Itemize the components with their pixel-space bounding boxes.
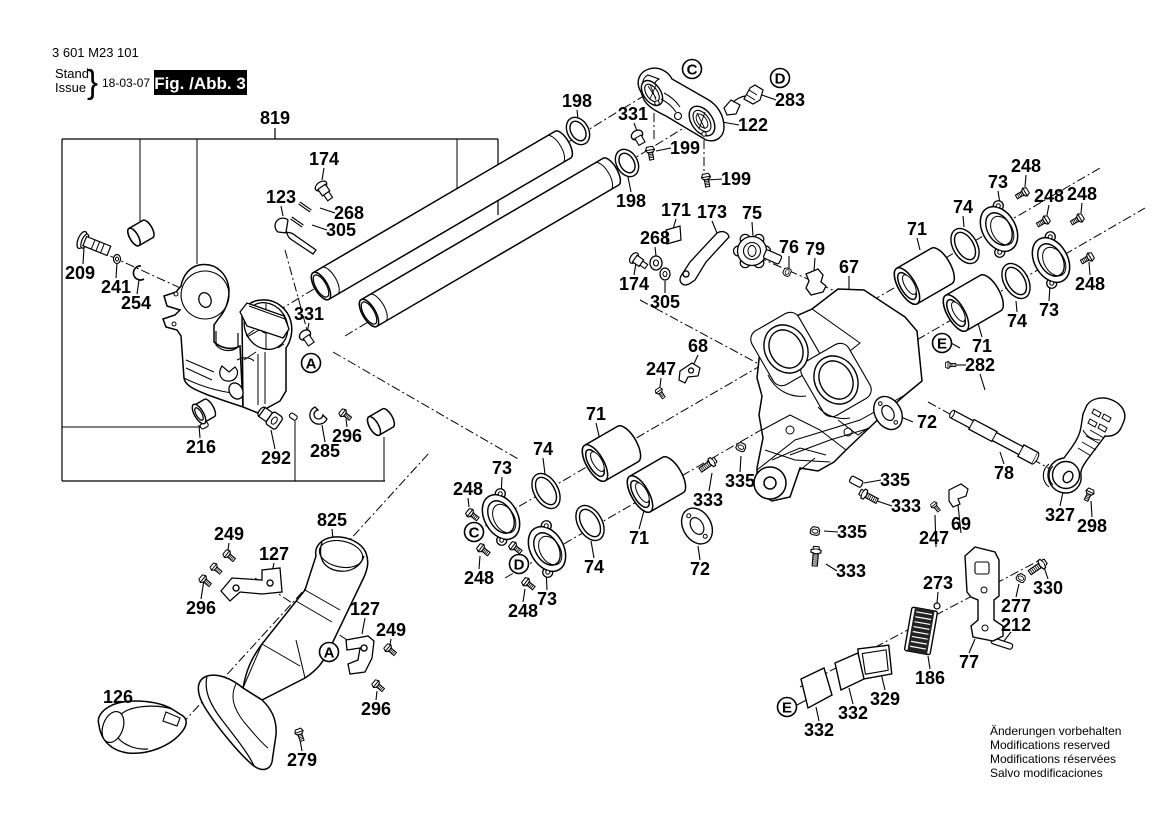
svg-text:329: 329 — [870, 689, 900, 709]
svg-text:279: 279 — [287, 750, 317, 770]
svg-text:331: 331 — [294, 304, 324, 324]
svg-text:74: 74 — [953, 197, 973, 217]
svg-text:67: 67 — [839, 257, 859, 277]
svg-text:305: 305 — [326, 220, 356, 240]
svg-text:333: 333 — [836, 561, 866, 581]
svg-text:327: 327 — [1045, 505, 1075, 525]
svg-text:333: 333 — [891, 496, 921, 516]
svg-text:126: 126 — [103, 687, 133, 707]
svg-text:330: 330 — [1033, 578, 1063, 598]
svg-text:3 601 M23 101: 3 601 M23 101 — [52, 45, 139, 60]
svg-text:171: 171 — [661, 200, 691, 220]
svg-text:D: D — [514, 557, 525, 574]
svg-text:123: 123 — [266, 187, 296, 207]
svg-text:}: } — [87, 63, 98, 100]
svg-text:198: 198 — [562, 91, 592, 111]
svg-text:248: 248 — [464, 568, 494, 588]
svg-text:127: 127 — [259, 544, 289, 564]
svg-text:273: 273 — [923, 573, 953, 593]
svg-text:248: 248 — [508, 601, 538, 621]
svg-text:283: 283 — [775, 90, 805, 110]
svg-text:277: 277 — [1001, 596, 1031, 616]
svg-text:Fig. /Abb. 3: Fig. /Abb. 3 — [154, 74, 246, 93]
svg-text:292: 292 — [261, 448, 291, 468]
svg-text:74: 74 — [533, 439, 553, 459]
svg-text:76: 76 — [779, 237, 799, 257]
svg-text:332: 332 — [838, 703, 868, 723]
svg-text:296: 296 — [186, 598, 216, 618]
svg-text:Modifications réservées: Modifications réservées — [990, 752, 1116, 766]
svg-text:E: E — [782, 700, 792, 717]
svg-text:268: 268 — [640, 228, 670, 248]
svg-text:Modifications reserved: Modifications reserved — [990, 738, 1110, 752]
svg-text:71: 71 — [586, 404, 606, 424]
svg-text:333: 333 — [693, 490, 723, 510]
svg-text:68: 68 — [688, 336, 708, 356]
svg-text:73: 73 — [1039, 300, 1059, 320]
svg-text:72: 72 — [690, 559, 710, 579]
svg-text:199: 199 — [721, 169, 751, 189]
svg-text:249: 249 — [214, 524, 244, 544]
svg-text:198: 198 — [616, 191, 646, 211]
svg-text:247: 247 — [919, 528, 949, 548]
svg-text:Issue: Issue — [55, 80, 86, 95]
svg-text:C: C — [469, 525, 480, 542]
svg-text:248: 248 — [1034, 186, 1064, 206]
svg-text:C: C — [687, 62, 698, 79]
svg-text:72: 72 — [917, 412, 937, 432]
svg-text:305: 305 — [650, 292, 680, 312]
svg-text:249: 249 — [376, 620, 406, 640]
svg-text:174: 174 — [309, 149, 339, 169]
svg-text:296: 296 — [361, 699, 391, 719]
svg-text:78: 78 — [994, 463, 1014, 483]
svg-text:D: D — [775, 71, 786, 88]
svg-text:74: 74 — [1007, 311, 1027, 331]
svg-text:335: 335 — [880, 470, 910, 490]
svg-text:819: 819 — [260, 108, 290, 128]
svg-text:335: 335 — [725, 471, 755, 491]
svg-text:75: 75 — [742, 203, 762, 223]
svg-text:69: 69 — [951, 514, 971, 534]
svg-text:285: 285 — [310, 441, 340, 461]
svg-text:248: 248 — [1067, 184, 1097, 204]
svg-text:E: E — [937, 336, 947, 353]
svg-text:122: 122 — [738, 115, 768, 135]
svg-text:71: 71 — [907, 219, 927, 239]
svg-text:248: 248 — [453, 479, 483, 499]
svg-text:248: 248 — [1011, 156, 1041, 176]
svg-text:186: 186 — [915, 668, 945, 688]
svg-text:216: 216 — [186, 437, 216, 457]
svg-text:79: 79 — [805, 239, 825, 259]
svg-text:335: 335 — [837, 522, 867, 542]
svg-text:73: 73 — [492, 458, 512, 478]
svg-text:127: 127 — [350, 599, 380, 619]
svg-text:18-03-07: 18-03-07 — [102, 76, 150, 90]
svg-text:298: 298 — [1077, 516, 1107, 536]
svg-text:332: 332 — [804, 720, 834, 740]
svg-text:248: 248 — [1075, 274, 1105, 294]
svg-text:Stand: Stand — [55, 66, 89, 81]
svg-text:77: 77 — [959, 652, 979, 672]
svg-text:174: 174 — [619, 274, 649, 294]
svg-text:A: A — [324, 645, 335, 662]
svg-text:247: 247 — [646, 359, 676, 379]
svg-text:209: 209 — [65, 263, 95, 283]
svg-text:254: 254 — [121, 293, 151, 313]
svg-text:825: 825 — [317, 510, 347, 530]
svg-text:71: 71 — [629, 528, 649, 548]
svg-text:74: 74 — [584, 557, 604, 577]
svg-text:212: 212 — [1001, 615, 1031, 635]
svg-text:331: 331 — [618, 104, 648, 124]
svg-text:Salvo modificaciones: Salvo modificaciones — [990, 766, 1103, 780]
svg-text:199: 199 — [670, 138, 700, 158]
svg-text:173: 173 — [697, 202, 727, 222]
svg-text:73: 73 — [988, 172, 1008, 192]
svg-text:A: A — [306, 356, 317, 373]
svg-text:Änderungen vorbehalten: Änderungen vorbehalten — [990, 724, 1121, 738]
svg-text:71: 71 — [972, 336, 992, 356]
svg-text:73: 73 — [537, 589, 557, 609]
svg-text:282: 282 — [965, 355, 995, 375]
